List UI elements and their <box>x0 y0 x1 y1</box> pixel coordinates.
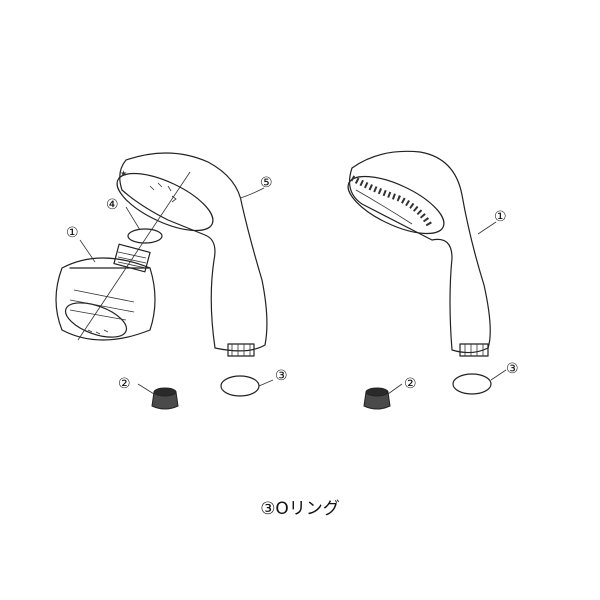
callout-left-body: ⑤ <box>260 175 273 191</box>
right-filter <box>363 387 391 410</box>
callout-left-head: ① <box>66 225 79 241</box>
left-oring <box>220 375 260 397</box>
left-part4-ring <box>127 228 163 244</box>
left-shower-body: ★ <box>116 152 268 357</box>
diagram-caption: ③Oリング <box>260 499 340 519</box>
right-oring <box>452 373 492 395</box>
left-filter <box>151 387 179 410</box>
callout-right-filter: ② <box>404 376 417 392</box>
callout-left-oring: ③ <box>275 368 288 384</box>
svg-text:★: ★ <box>120 169 127 178</box>
right-assembled-unit: ① ② ③ <box>347 150 519 410</box>
callout-right-head: ① <box>494 209 507 225</box>
right-shower-body <box>347 150 491 357</box>
callout-left-filter: ② <box>118 376 131 392</box>
callout-right-oring: ③ <box>506 361 519 377</box>
left-spray-head <box>55 243 156 341</box>
callout-left-ring4: ④ <box>106 197 119 213</box>
left-exploded-assembly: ★ <box>55 152 288 410</box>
